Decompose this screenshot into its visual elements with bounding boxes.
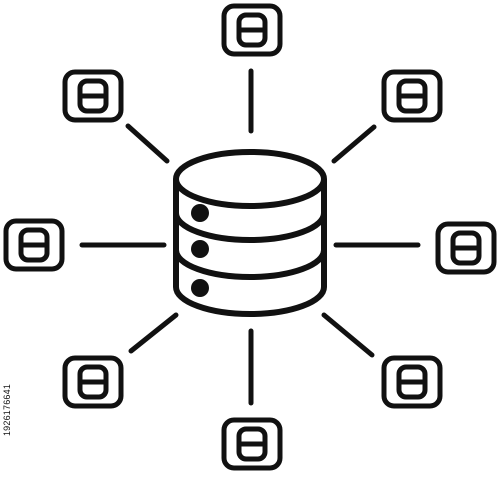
- database-bottom-curve: [173, 286, 327, 317]
- node-bottom-icon: [221, 417, 283, 471]
- node-bottom-left-icon: [62, 355, 124, 409]
- database-indicator-3: [191, 279, 209, 297]
- node-bottom-right-icon: [381, 355, 443, 409]
- node-group: [3, 3, 497, 471]
- stock-id-text: 1926176641: [2, 383, 12, 437]
- database-indicator-1: [191, 204, 209, 222]
- stock-id-label: 1926176641: [0, 368, 14, 452]
- node-left-icon: [3, 218, 65, 272]
- node-top-left-icon: [62, 69, 124, 123]
- node-top-icon: [221, 3, 283, 57]
- database-indicator-2: [191, 240, 209, 258]
- database-cylinder-icon: [173, 149, 327, 317]
- connector-line-top-left: [125, 123, 170, 164]
- node-top-right-icon: [381, 69, 443, 123]
- connector-lines: [79, 68, 421, 406]
- connector-line-bottom-right: [321, 312, 375, 358]
- database-band-1: [173, 212, 327, 243]
- database-band-2: [173, 249, 327, 280]
- database-top-ellipse: [173, 149, 327, 209]
- node-right-icon: [435, 221, 497, 275]
- connector-line-bottom-left: [128, 312, 179, 354]
- connector-line-top-right: [331, 124, 377, 164]
